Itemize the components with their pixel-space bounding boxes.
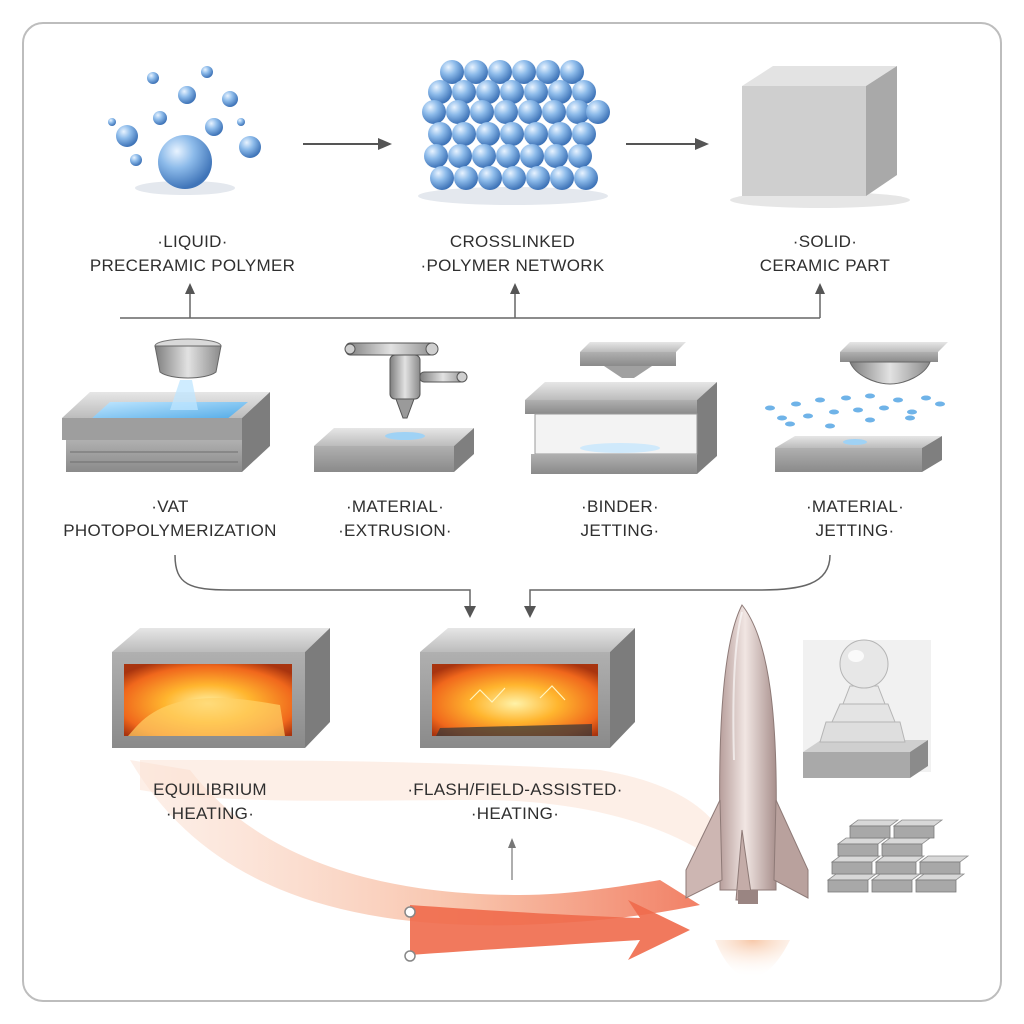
- jet-droplet: [879, 405, 889, 411]
- network-sphere: [548, 80, 572, 104]
- jet-droplet: [907, 409, 917, 415]
- network-sphere: [476, 122, 500, 146]
- network-sphere: [526, 166, 550, 190]
- network-sphere: [478, 166, 502, 190]
- label-binder-jetting: ·BINDER·JETTING·: [580, 497, 660, 540]
- jet-droplet: [785, 421, 795, 427]
- jet-droplet: [777, 415, 787, 421]
- flash-furnace: [420, 628, 635, 748]
- network-sphere: [470, 100, 494, 124]
- ceramic-tile: [848, 819, 900, 839]
- vat-machine: [62, 338, 270, 472]
- network-sphere: [572, 80, 596, 104]
- network-sphere: [428, 80, 452, 104]
- jet-droplet: [865, 393, 875, 399]
- network-sphere: [452, 80, 476, 104]
- network-sphere: [430, 166, 454, 190]
- label-liquid-preceramic-polymer: ·LIQUID·PRECERAMIC POLYMER: [89, 232, 296, 275]
- equilibrium-furnace: [112, 628, 330, 748]
- network-sphere: [454, 166, 478, 190]
- network-sphere: [440, 60, 464, 84]
- jet-droplet: [815, 397, 825, 403]
- network-sphere: [566, 100, 590, 124]
- network-sphere: [524, 80, 548, 104]
- label-material-extrusion: ·MATERIAL··EXTRUSION·: [338, 497, 452, 540]
- network-sphere: [422, 100, 446, 124]
- top-arrows: [303, 138, 709, 150]
- network-sphere: [472, 144, 496, 168]
- network-sphere: [476, 80, 500, 104]
- flow-connectors: [174, 554, 831, 608]
- jet-droplet: [921, 395, 931, 401]
- network-sphere: [496, 144, 520, 168]
- network-sphere: [548, 122, 572, 146]
- stepped-ceramic-part: [803, 639, 931, 778]
- ceramic-tile: [826, 873, 878, 893]
- ceramic-tile: [830, 855, 882, 875]
- network-sphere: [512, 60, 536, 84]
- ceramic-tile: [918, 855, 970, 875]
- ceramic-rocket: [685, 604, 809, 978]
- network-sphere: [452, 122, 476, 146]
- network-sphere: [536, 60, 560, 84]
- network-sphere: [544, 144, 568, 168]
- network-sphere: [500, 122, 524, 146]
- binder-jetting-machine: [525, 342, 717, 474]
- network-sphere: [424, 144, 448, 168]
- ceramic-tile: [892, 819, 944, 839]
- network-sphere: [488, 60, 512, 84]
- crosslinked-network: [418, 60, 610, 205]
- label-equilibrium-heating: EQUILIBRIUM·HEATING·: [153, 780, 267, 823]
- network-sphere: [550, 166, 574, 190]
- jet-droplet: [841, 395, 851, 401]
- network-sphere: [524, 122, 548, 146]
- network-sphere: [568, 144, 592, 168]
- network-sphere: [502, 166, 526, 190]
- label-material-jetting: ·MATERIAL·JETTING·: [805, 497, 905, 540]
- label-crosslinked-polymer-network: CROSSLINKED·POLYMER NETWORK: [420, 232, 605, 275]
- network-sphere: [520, 144, 544, 168]
- top-connector: [120, 290, 821, 319]
- network-sphere: [560, 60, 584, 84]
- ceramic-tile: [874, 855, 926, 875]
- heat-arrow: [410, 900, 690, 960]
- network-sphere: [446, 100, 470, 124]
- label-solid-ceramic-part: ·SOLID·CERAMIC PART: [759, 232, 891, 275]
- network-sphere: [574, 166, 598, 190]
- network-sphere: [464, 60, 488, 84]
- ceramic-tile-stack: [826, 819, 970, 893]
- network-sphere: [500, 80, 524, 104]
- network-sphere: [448, 144, 472, 168]
- jet-droplet: [865, 417, 875, 423]
- jet-droplet: [803, 413, 813, 419]
- jet-droplet: [765, 405, 775, 411]
- jet-droplet: [791, 401, 801, 407]
- network-sphere: [572, 122, 596, 146]
- label-flash-field-assisted-heating: ·FLASH/FIELD-ASSISTED··HEATING·: [407, 780, 623, 823]
- liquid-polymer-droplets: [108, 66, 261, 195]
- ceramic-cube: [730, 66, 910, 208]
- jet-droplet: [829, 409, 839, 415]
- extrusion-machine: [314, 342, 474, 472]
- network-sphere: [518, 100, 542, 124]
- jet-droplet: [853, 407, 863, 413]
- jet-droplet: [893, 397, 903, 403]
- ceramic-tile: [914, 873, 966, 893]
- jet-droplet: [825, 423, 835, 429]
- ceramic-tile: [870, 873, 922, 893]
- network-sphere: [542, 100, 566, 124]
- jet-droplet: [905, 415, 915, 421]
- heat-swoosh: [130, 760, 700, 926]
- material-jetting-machine: [765, 342, 948, 472]
- network-sphere: [494, 100, 518, 124]
- jet-droplet: [935, 401, 945, 407]
- network-sphere: [586, 100, 610, 124]
- network-sphere: [428, 122, 452, 146]
